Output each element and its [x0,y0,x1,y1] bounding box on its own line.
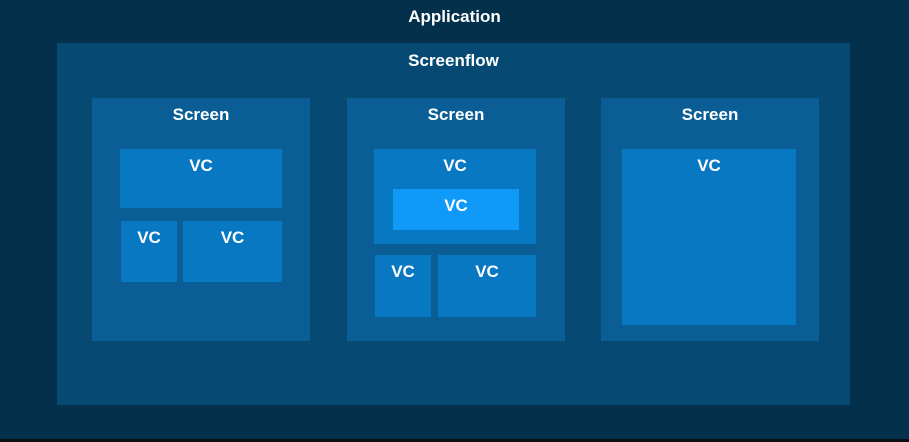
vc-box-container: VC VC [374,149,536,244]
vc-box: VC [375,255,431,317]
vc-box-highlighted: VC [393,189,519,230]
vc-box: VC [183,221,282,282]
vc-box: VC [438,255,536,317]
screenflow-title: Screenflow [408,51,499,70]
screen-box-1: Screen VC VC VC [92,98,310,341]
vc-box-label: VC [443,156,467,175]
screen-title: Screen [681,105,739,124]
screen-title: Screen [427,105,485,124]
vc-box: VC [622,149,796,325]
vc-box: VC [120,149,282,208]
vc-box: VC [121,221,177,282]
screen-title: Screen [172,105,230,124]
screen-box-2: Screen VC VC VC VC [347,98,565,341]
screen-box-3: Screen VC [601,98,819,341]
bottom-edge-bar [0,439,909,442]
screenflow-box: Screenflow Screen VC VC VC Screen VC VC … [57,43,850,405]
application-title: Application [408,7,501,26]
